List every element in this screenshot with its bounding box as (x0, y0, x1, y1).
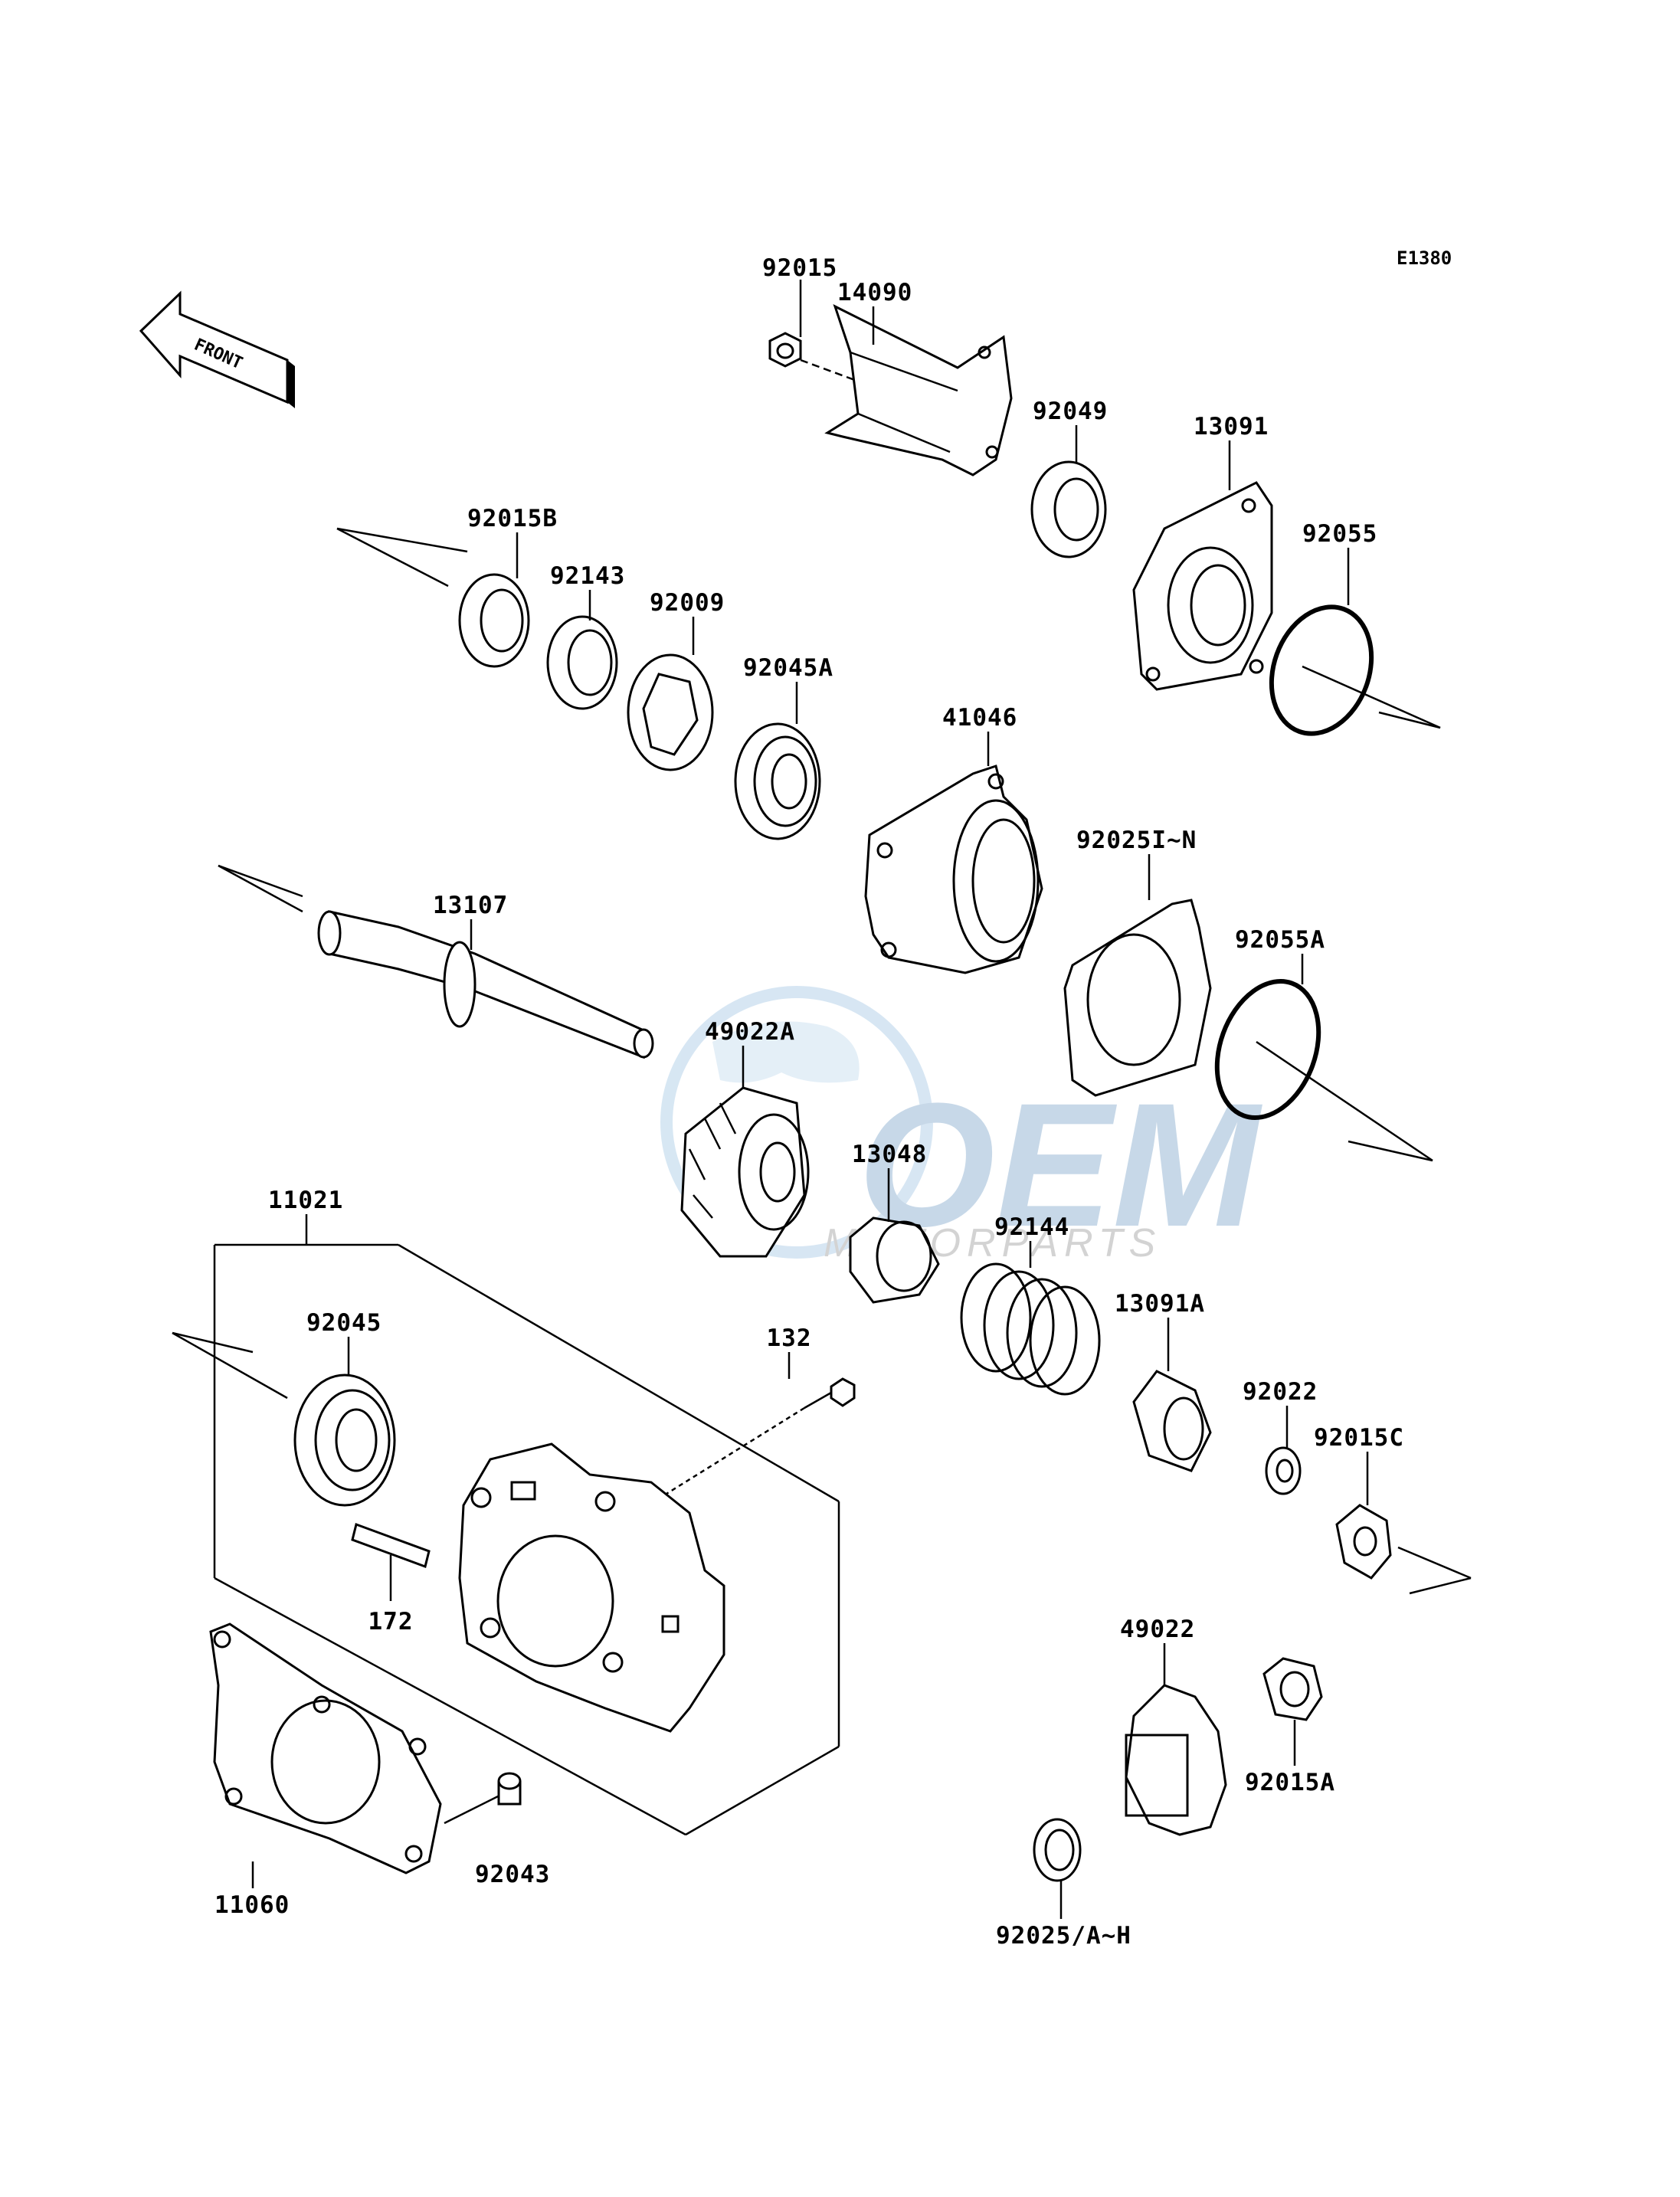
part-label-92009: 92009 (650, 589, 725, 617)
coupling-13048-icon (849, 1216, 940, 1304)
part-label-13091A: 13091A (1115, 1290, 1205, 1318)
part-label-14090: 14090 (837, 279, 912, 306)
part-label-92045: 92045 (306, 1309, 382, 1337)
watermark: OEM MOTORPARTS (660, 986, 1262, 1265)
front-arrow-icon: FRONT (139, 290, 295, 408)
part-label-92049: 92049 (1033, 398, 1108, 425)
part-label-92025IN: 92025I~N (1076, 827, 1197, 854)
washer-92022-icon (1265, 1446, 1302, 1495)
shaft-13107-icon (218, 864, 654, 1059)
stud-172-icon (351, 1523, 431, 1601)
part-label-92055: 92055 (1302, 520, 1377, 548)
gear-49022-icon (1125, 1684, 1227, 1836)
gasket-11060-icon (209, 1622, 442, 1874)
part-label-92015A: 92015A (1245, 1769, 1335, 1796)
collar-92143-icon (546, 615, 618, 710)
part-label-92015C: 92015C (1314, 1424, 1404, 1452)
part-label-92045A: 92045A (743, 654, 833, 682)
part-label-11021: 11021 (268, 1187, 343, 1214)
diagram-code: E1380 (1397, 247, 1452, 269)
bolt-132-icon (666, 1377, 856, 1495)
part-label-92025AH: 92025/A~H (996, 1922, 1131, 1950)
part-label-92015: 92015 (762, 254, 837, 282)
part-label-49022A: 49022A (705, 1018, 795, 1046)
bearing-92045A-icon (734, 722, 821, 840)
nut-92015A-icon (1262, 1657, 1323, 1721)
housing-41046-icon (864, 765, 1043, 974)
part-label-92143: 92143 (550, 562, 625, 590)
part-label-41046: 41046 (942, 704, 1017, 732)
dowel-92043-icon (444, 1772, 522, 1825)
gasket-92025IN-icon (1063, 899, 1212, 1097)
collar-13091A-icon (1132, 1370, 1212, 1472)
watermark-brand: OEM (858, 1066, 1262, 1263)
locknut-92015B-icon (458, 573, 530, 668)
part-label-92144: 92144 (994, 1213, 1069, 1241)
part-label-92043: 92043 (475, 1861, 550, 1888)
part-label-92055A: 92055A (1235, 926, 1325, 954)
nut-92015-icon (768, 332, 874, 388)
seal-92049-icon (1030, 460, 1107, 558)
bevel-gear-49022A-icon (680, 1086, 810, 1258)
bearing-92045-icon (172, 1331, 396, 1507)
part-label-172: 172 (368, 1608, 414, 1635)
part-label-92015B: 92015B (467, 505, 558, 532)
leader-line (336, 527, 449, 588)
part-label-13048: 13048 (852, 1141, 927, 1168)
cover-14090-icon (824, 304, 1013, 476)
part-label-13091: 13091 (1194, 413, 1269, 440)
leader-line (336, 527, 468, 553)
housing-cap-13091-icon (1132, 481, 1273, 691)
nut-92015C-icon (1335, 1504, 1472, 1595)
label-leaders (251, 280, 1369, 1919)
retainer-92009-icon (627, 653, 714, 771)
part-label-49022: 49022 (1120, 1616, 1195, 1643)
o-ring-92055A-icon (1214, 978, 1433, 1162)
part-label-92022: 92022 (1243, 1378, 1318, 1406)
gear-case-icon (458, 1442, 725, 1733)
shim-92025AH-icon (1033, 1818, 1082, 1882)
part-label-132: 132 (767, 1324, 812, 1352)
o-ring-92055-icon (1269, 604, 1441, 736)
part-label-11060: 11060 (215, 1891, 290, 1919)
group-bracket-11021 (213, 1214, 840, 1836)
spring-92144-icon (960, 1262, 1101, 1396)
part-label-13107: 13107 (433, 892, 508, 919)
